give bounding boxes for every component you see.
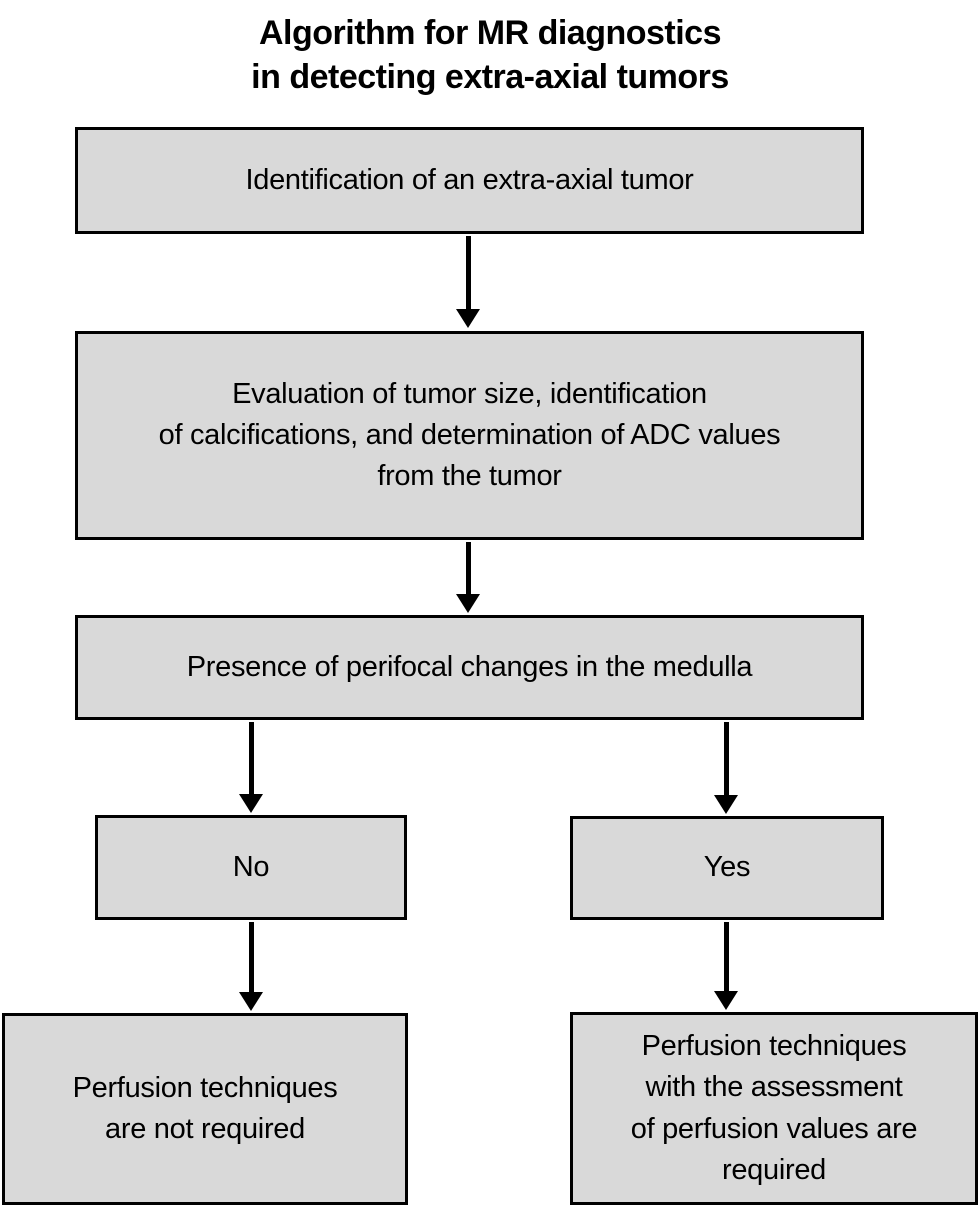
node-identification: Identification of an extra-axial tumor [75, 127, 864, 234]
node-evaluation: Evaluation of tumor size, identification… [75, 331, 864, 540]
arrow-shaft [723, 922, 729, 991]
node-evaluation-label: Evaluation of tumor size, identification… [158, 377, 781, 493]
node-perifocal-label: Presence of perifocal changes in the med… [186, 650, 753, 683]
arrow-evaluation-to-perifocal [456, 542, 480, 613]
node-no-label: No [232, 850, 270, 883]
arrow-shaft [465, 542, 471, 594]
arrow-head [239, 992, 263, 1011]
node-no-outcome-label: Perfusion techniques are not required [72, 1071, 338, 1145]
diagram-title: Algorithm for MR diagnostics in detectin… [251, 14, 729, 96]
arrow-shaft [248, 922, 254, 992]
node-no: No [95, 815, 407, 920]
node-yes: Yes [570, 816, 884, 920]
arrow-shaft [723, 722, 729, 795]
node-perifocal: Presence of perifocal changes in the med… [75, 615, 864, 720]
node-yes-outcome: Perfusion techniques with the assessment… [570, 1012, 978, 1205]
arrow-perifocal-to-no [239, 722, 263, 813]
arrow-shaft [465, 236, 471, 309]
arrow-head [239, 794, 263, 813]
arrow-no-to-outcome [239, 922, 263, 1011]
node-yes-label: Yes [703, 851, 751, 884]
arrow-shaft [248, 722, 254, 794]
arrow-perifocal-to-yes [714, 722, 738, 814]
node-yes-outcome-label: Perfusion techniques with the assessment… [630, 1030, 918, 1186]
arrow-head [456, 309, 480, 328]
arrow-yes-to-outcome [714, 922, 738, 1010]
arrow-head [714, 795, 738, 814]
arrow-head [456, 594, 480, 613]
node-no-outcome: Perfusion techniques are not required [2, 1013, 408, 1205]
arrow-head [714, 991, 738, 1010]
node-identification-label: Identification of an extra-axial tumor [245, 163, 694, 196]
arrow-identification-to-evaluation [456, 236, 480, 328]
